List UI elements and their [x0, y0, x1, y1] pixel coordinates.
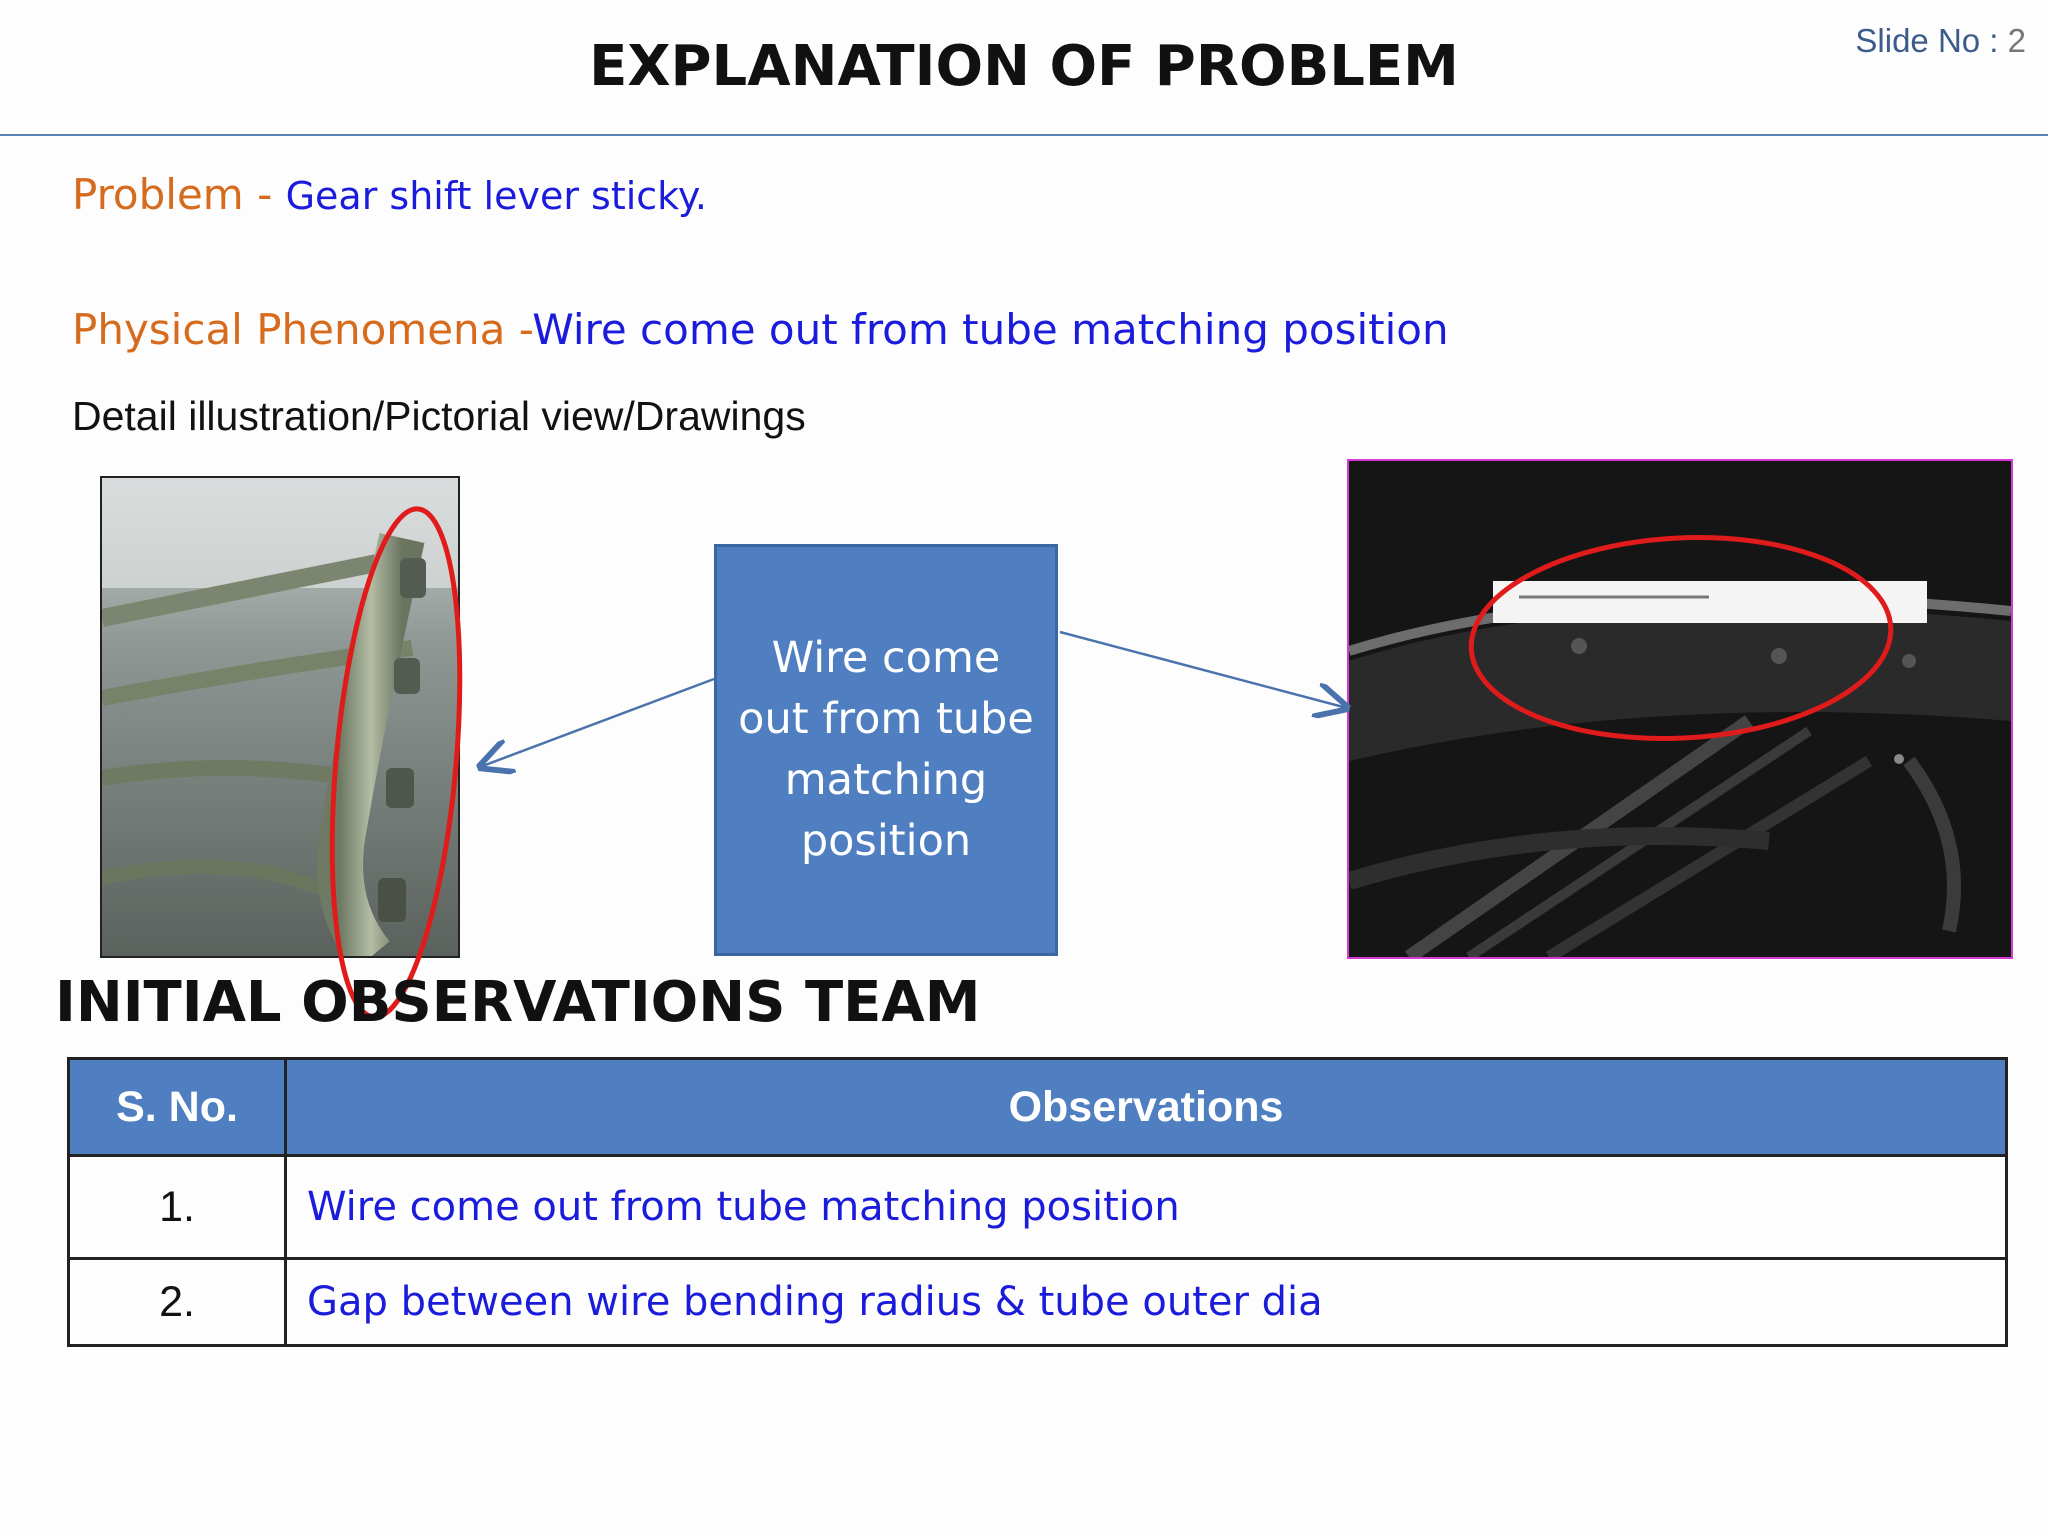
row-sno: 2. [67, 1257, 287, 1347]
phenomena-label: Physical Phenomena - [72, 305, 533, 354]
slide-title: EXPLANATION OF PROBLEM [589, 34, 1459, 99]
slide-number-value: 2 [2007, 22, 2026, 59]
callout-box: Wire come out from tube matching positio… [714, 544, 1058, 956]
slide-number-label: Slide No : [1855, 22, 2008, 59]
slide-number: Slide No : 2 [1855, 22, 2026, 60]
column-header-sno: S. No. [67, 1057, 287, 1157]
phenomena-value: Wire come out from tube matching positio… [532, 305, 1449, 354]
header-divider [0, 134, 2048, 136]
problem-line: Problem - Gear shift lever sticky. [72, 170, 707, 219]
tube-closeup-illustration [102, 478, 458, 956]
problem-label: Problem - [72, 170, 286, 219]
assembly-illustration [1349, 461, 2011, 957]
callout-text: Wire come out from tube matching positio… [738, 633, 1034, 866]
row-sno: 1. [67, 1154, 287, 1260]
row-observation: Wire come out from tube matching positio… [284, 1154, 2008, 1260]
table-header-row: S. No. Observations [67, 1057, 2008, 1157]
table-row: 1. Wire come out from tube matching posi… [67, 1154, 2008, 1260]
observations-table: S. No. Observations 1. Wire come out fro… [67, 1057, 2008, 1347]
row-observation: Gap between wire bending radius & tube o… [284, 1257, 2008, 1347]
table-row: 2. Gap between wire bending radius & tub… [67, 1257, 2008, 1347]
assembly-photo [1347, 459, 2013, 959]
column-header-observations: Observations [284, 1057, 2008, 1157]
phenomena-line: Physical Phenomena -Wire come out from t… [72, 305, 1449, 354]
arrow-to-left-photo [480, 677, 715, 767]
tube-closeup-photo [100, 476, 460, 958]
problem-value: Gear shift lever sticky. [285, 174, 707, 218]
detail-heading: Detail illustration/Pictorial view/Drawi… [72, 393, 806, 439]
arrow-to-right-photo [1059, 630, 1347, 708]
observations-title: INITIAL OBSERVATIONS TEAM [55, 970, 981, 1035]
